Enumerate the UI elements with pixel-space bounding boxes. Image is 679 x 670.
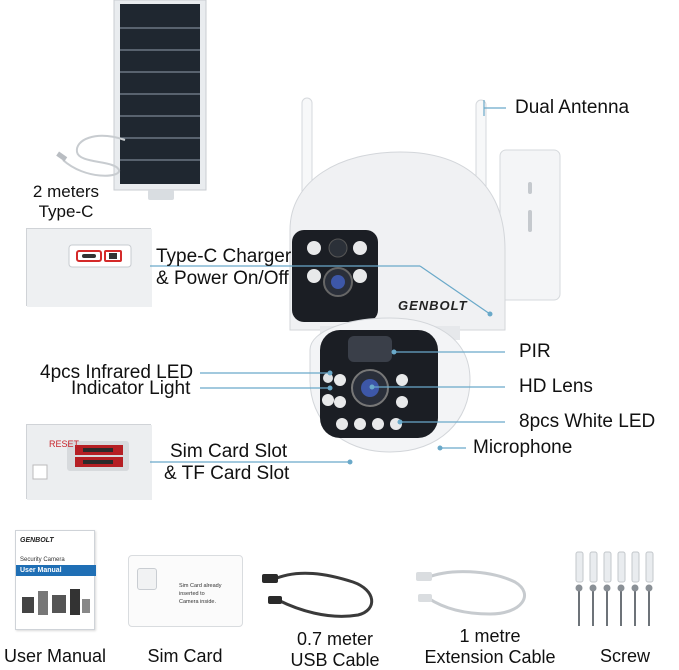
- solar-cable-type-text: Type-C: [38, 202, 94, 221]
- typec-charger-label: Type-C Charger: [156, 246, 292, 267]
- manual-logo: GENBOLT: [20, 537, 54, 544]
- white-led-label: 8pcs White LED: [519, 411, 656, 432]
- hd-lens-label: HD Lens: [519, 376, 593, 397]
- sim-card-slot-label: Sim Card Slot: [170, 441, 288, 462]
- sim-slot-graphic: [27, 425, 152, 500]
- power-onoff-label: & Power On/Off: [156, 268, 289, 289]
- screws: [575, 551, 654, 626]
- typec-inset: [26, 228, 152, 307]
- brand-logo: GENBOLT: [398, 298, 468, 313]
- indicator-light-label: Indicator Light: [71, 378, 191, 399]
- accessory-caption-extension-cable: 1 metre Extension Cable: [410, 626, 570, 668]
- accessory-caption-line2: USB Cable: [290, 650, 380, 670]
- solar-cable: [56, 135, 126, 177]
- sim-card-note-line1: Sim Card already inserted to: [179, 583, 222, 597]
- sim-card-note: Sim Card already inserted to Camera insi…: [179, 582, 242, 606]
- user-manual-booklet: GENBOLT Security Camera User Manual: [15, 530, 96, 630]
- usb-cable: [262, 571, 374, 618]
- solar-panel: [110, 0, 210, 200]
- accessory-caption-line1: User Manual: [3, 646, 107, 666]
- sim-slot-inset: RESET: [26, 424, 152, 500]
- infrared-led-label: 4pcs Infrared LED: [40, 362, 194, 383]
- solar-cable-label: 2 meters Type-C: [12, 182, 120, 222]
- accessory-caption-screw: Screw: [580, 646, 670, 667]
- sim-card: Sim Card already inserted to Camera insi…: [128, 555, 243, 627]
- camera-graphic: [289, 97, 561, 453]
- extension-cable: [416, 570, 526, 616]
- accessory-caption-line1: Screw: [599, 646, 650, 666]
- accessory-caption-line1: Sim Card: [147, 646, 223, 666]
- manual-product-images: [22, 589, 90, 615]
- solar-panel-graphic: [113, 0, 207, 200]
- typec-port-graphic: [27, 229, 152, 307]
- accessory-caption-usb-cable: 0.7 meter USB Cable: [270, 629, 400, 670]
- dual-antenna-label: Dual Antenna: [515, 97, 630, 118]
- microphone-label: Microphone: [473, 437, 573, 458]
- manual-title: User Manual: [16, 565, 96, 576]
- sim-card-note-line2: Camera inside.: [179, 599, 216, 605]
- manual-subtitle: Security Camera: [20, 557, 65, 563]
- reset-label: RESET: [49, 439, 80, 449]
- pir-label: PIR: [519, 341, 551, 362]
- accessory-caption-sim-card: Sim Card: [130, 646, 240, 667]
- tf-card-slot-label: & TF Card Slot: [164, 463, 290, 484]
- accessory-caption-line1: 1 metre: [459, 626, 521, 646]
- accessory-caption-line1: 0.7 meter: [296, 629, 374, 649]
- camera: GENBOLT: [280, 90, 570, 470]
- accessory-caption-user-manual: User Manual: [0, 646, 110, 667]
- solar-cable-length-text: 2 meters: [32, 182, 100, 201]
- accessory-caption-line2: Extension Cable: [424, 647, 556, 667]
